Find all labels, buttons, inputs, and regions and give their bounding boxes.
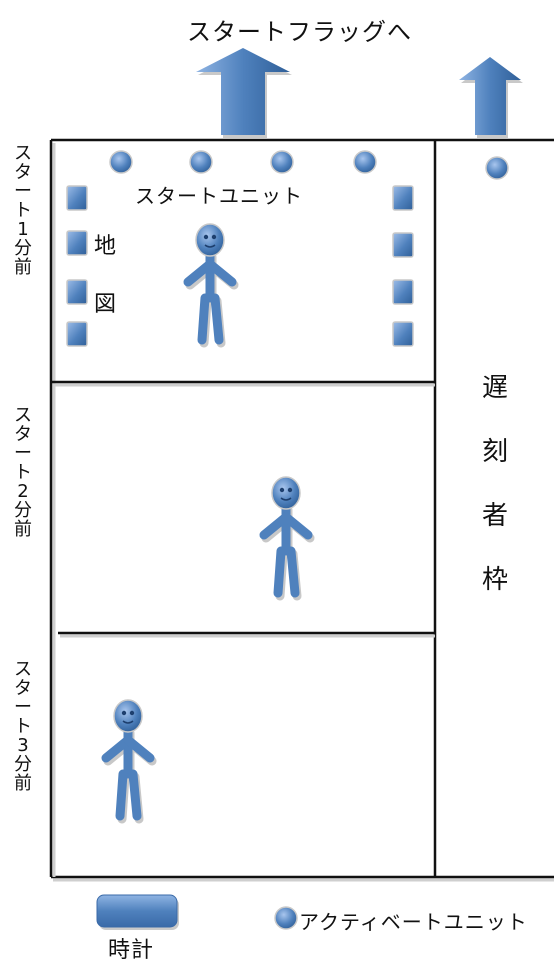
map-label-1: 地 <box>94 234 118 259</box>
legend-activation-unit-label: アクティベートユニット <box>299 910 528 934</box>
late-frame-label: 遅刻者枠 <box>481 373 508 595</box>
zone-label-3min: スタート3分前 <box>14 659 32 794</box>
start-flag-arrow-small <box>459 57 523 138</box>
zone-shadows <box>52 143 554 882</box>
runner-figure-3 <box>101 699 157 824</box>
map-label-2: 図 <box>94 292 118 317</box>
start-units-right <box>392 185 414 347</box>
runner-figure-2 <box>259 476 315 601</box>
start-units-left <box>66 185 88 347</box>
zone-frame <box>49 138 554 879</box>
zone-label-2min: スタート2分前 <box>14 405 32 540</box>
clock-icon <box>96 894 179 930</box>
page-title: スタートフラッグへ <box>187 18 412 46</box>
activation-units-row <box>109 150 509 180</box>
runner-figure-1 <box>183 223 239 348</box>
legend-activation-unit-icon <box>274 906 298 930</box>
zone-label-1min: スタート1分前 <box>14 143 32 278</box>
zone-dividers <box>51 380 435 635</box>
start-flag-arrow-large <box>196 48 292 138</box>
start-unit-label: スタートユニット <box>135 184 303 208</box>
clock-label: 時計 <box>108 938 155 963</box>
